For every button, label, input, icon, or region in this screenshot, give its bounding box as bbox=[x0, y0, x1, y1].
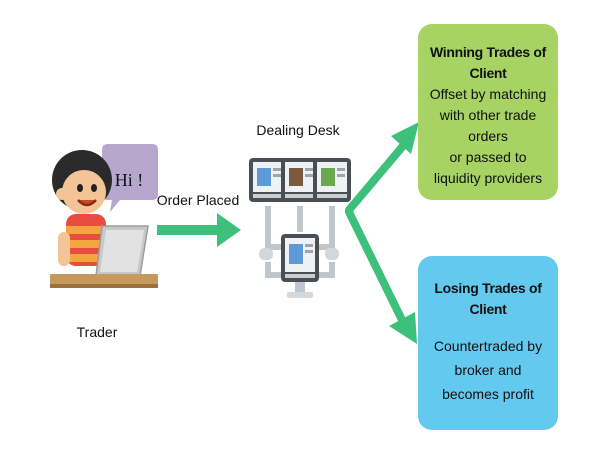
losing-line-1: Countertraded by bbox=[433, 338, 543, 354]
winning-line-2: with other trade orders bbox=[439, 107, 537, 144]
split-arrows bbox=[345, 122, 419, 344]
monitor-icon bbox=[249, 158, 287, 202]
monitor-icon bbox=[313, 158, 351, 202]
arrow-to-losing bbox=[345, 208, 407, 326]
losing-line-3: becomes profit bbox=[442, 386, 534, 402]
winning-line-1: Offset by matching bbox=[429, 86, 547, 102]
dealing-desk-label: Dealing Desk bbox=[256, 122, 340, 138]
monitor-icon bbox=[281, 234, 319, 298]
arrow-to-winning bbox=[345, 142, 407, 214]
winning-trades-title: Winning Trades of Client bbox=[429, 44, 547, 81]
laptop-icon bbox=[95, 225, 149, 277]
losing-line-2: broker and bbox=[454, 362, 522, 378]
trader-label: Trader bbox=[76, 324, 118, 340]
trader-illustration bbox=[50, 144, 158, 288]
order-placed-arrow bbox=[157, 213, 241, 247]
winning-line-4: liquidity providers bbox=[433, 170, 543, 186]
speech-bubble bbox=[102, 144, 158, 212]
losing-trades-box: Losing Trades of Client Countertraded by… bbox=[418, 256, 558, 430]
order-placed-label: Order Placed bbox=[156, 192, 240, 208]
speech-text: Hi ! bbox=[114, 170, 144, 190]
winning-trades-box: Winning Trades of Client Offset by match… bbox=[418, 24, 558, 200]
monitor-icon bbox=[281, 158, 319, 202]
losing-trades-title: Losing Trades of Client bbox=[434, 280, 542, 317]
dealing-desk-illustration bbox=[249, 158, 351, 298]
winning-line-3: or passed to bbox=[449, 149, 527, 165]
